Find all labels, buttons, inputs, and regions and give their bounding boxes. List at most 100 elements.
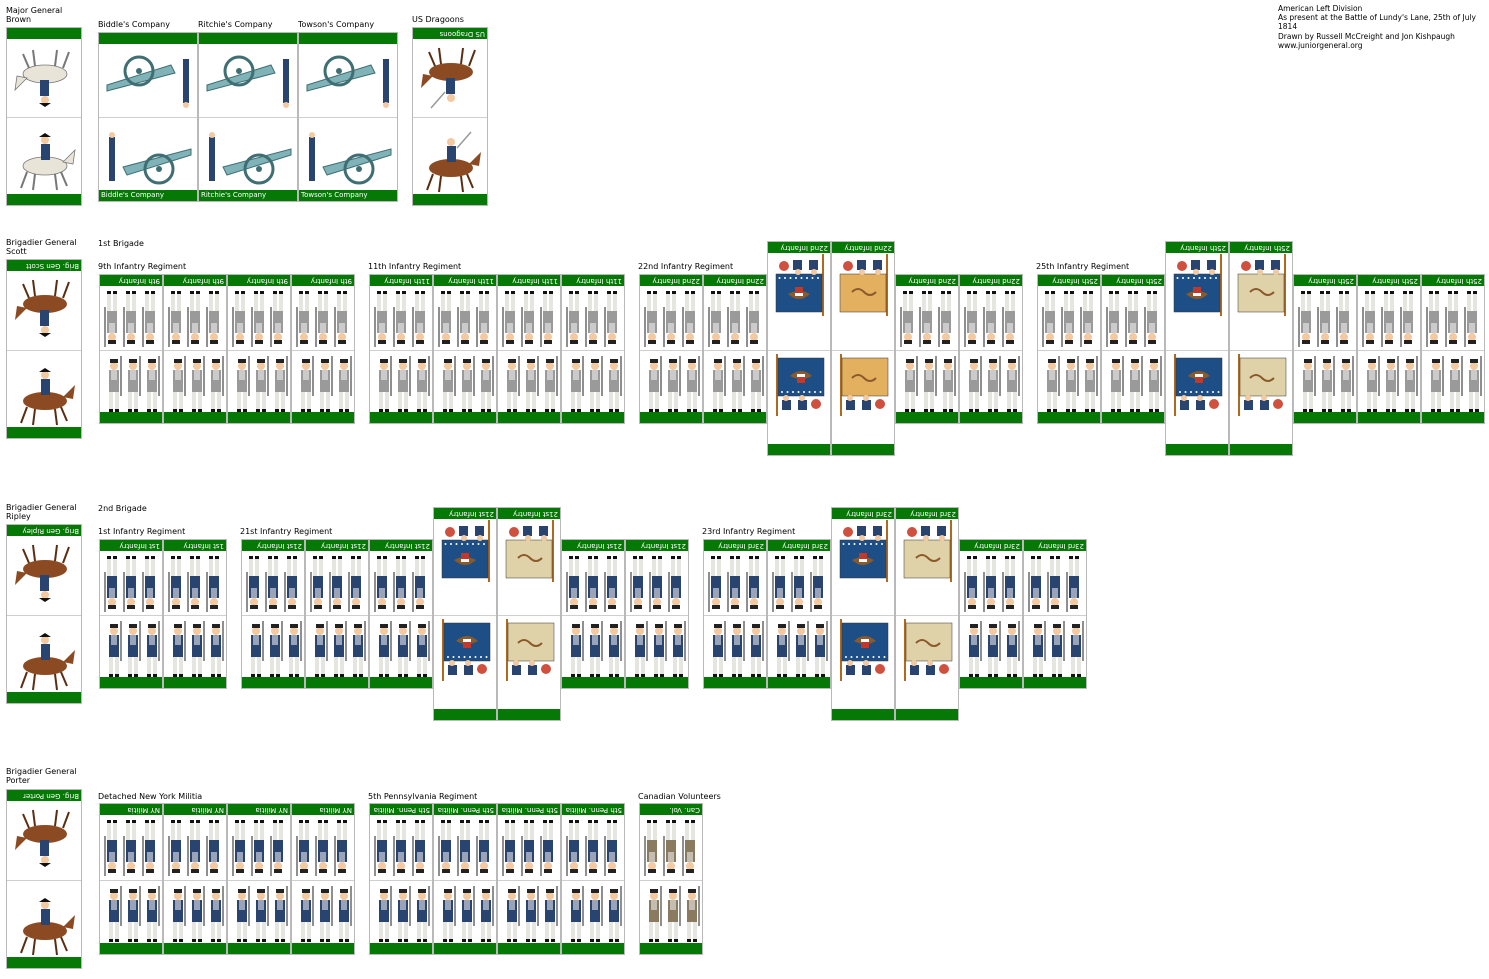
mounted-general-icon — [14, 49, 70, 107]
infantry-card[interactable]: 11th Infantry — [561, 274, 625, 424]
infantry-card[interactable]: 5th Penn. Militia — [497, 803, 561, 955]
infantry-card[interactable]: 23rd Infantry — [767, 539, 831, 689]
infantry-card[interactable]: Can. Vol. — [639, 803, 703, 955]
infantry-card[interactable]: 5th Penn. Militia — [561, 803, 625, 955]
card-bottom-bar — [704, 677, 766, 688]
infantry-card[interactable]: 25th Infantry — [1421, 274, 1485, 424]
canadian-volunteers-heading: Canadian Volunteers — [638, 792, 721, 801]
infantry-card[interactable]: 25th Infantry — [1101, 274, 1165, 424]
ritchie-company-card[interactable]: Ritchie's Company — [198, 32, 298, 202]
card-bottom-bar — [896, 709, 958, 720]
infantry-card[interactable]: 22nd Infantry — [895, 274, 959, 424]
soldier-rank-icon — [306, 554, 368, 616]
infantry-card[interactable]: 21st Infantry — [305, 539, 369, 689]
color-party-card[interactable]: 25th Infantry — [1229, 241, 1293, 456]
infantry-card[interactable]: NY Militia — [99, 803, 163, 955]
color-party-card[interactable]: 21st Infantry — [433, 507, 497, 721]
cannon-icon — [109, 132, 192, 185]
towson-heading: Towson's Company — [298, 20, 375, 29]
card-top-label: 9th Infantry — [164, 275, 226, 286]
infantry-card[interactable]: 9th Infantry — [227, 274, 291, 424]
regimental-color-icon — [498, 520, 560, 586]
soldier-rank-icon — [228, 356, 290, 418]
dragoons-heading: US Dragoons — [412, 15, 464, 24]
infantry-card[interactable]: 25th Infantry — [1293, 274, 1357, 424]
soldier-rank-icon — [306, 621, 368, 683]
soldier-rank-icon — [100, 621, 162, 683]
general-porter-card[interactable]: Brig. Gen Porter — [6, 789, 82, 969]
soldier-rank-icon — [164, 886, 226, 948]
infantry-card[interactable]: 9th Infantry — [99, 274, 163, 424]
infantry-card[interactable]: NY Militia — [291, 803, 355, 955]
color-party-card[interactable]: 23rd Infantry — [831, 507, 895, 721]
infantry-card[interactable]: 21st Infantry — [241, 539, 305, 689]
infantry-card[interactable]: 23rd Infantry — [959, 539, 1023, 689]
card-bottom-bar — [1358, 412, 1420, 423]
infantry-card[interactable]: 22nd Infantry — [703, 274, 767, 424]
color-party-card[interactable]: 22nd Infantry — [831, 241, 895, 456]
color-party-card[interactable]: 23rd Infantry — [895, 507, 959, 721]
cannon-icon — [106, 55, 189, 108]
infantry-card[interactable]: 23rd Infantry — [703, 539, 767, 689]
infantry-card[interactable]: NY Militia — [227, 803, 291, 955]
card-top-label: 23rd Infantry — [832, 508, 894, 519]
card-top-bar — [199, 33, 297, 44]
card-bottom-bar — [7, 692, 81, 703]
card-top-label: 23rd Infantry — [768, 540, 830, 551]
biddle-company-card[interactable]: Biddle's Company — [98, 32, 198, 202]
soldier-rank-icon — [1102, 289, 1164, 351]
color-party-card[interactable]: 22nd Infantry — [767, 241, 831, 456]
cannon-icon — [309, 132, 392, 185]
towson-company-card[interactable]: Towson's Company — [298, 32, 398, 202]
infantry-card[interactable]: 9th Infantry — [163, 274, 227, 424]
card-top-label: 25th Infantry — [1038, 275, 1100, 286]
infantry-card[interactable]: 22nd Infantry — [959, 274, 1023, 424]
infantry-card[interactable]: 9th Infantry — [291, 274, 355, 424]
card-top-label: NY Militia — [100, 804, 162, 815]
infantry-card[interactable]: 11th Infantry — [433, 274, 497, 424]
card-top-label: Brig. Gen Scott — [7, 260, 81, 271]
soldier-rank-icon — [1358, 289, 1420, 351]
regimental-color-icon — [1166, 354, 1228, 420]
card-top-label: 25th Infantry — [1294, 275, 1356, 286]
infantry-card[interactable]: 25th Infantry — [1037, 274, 1101, 424]
infantry-card[interactable]: 11th Infantry — [369, 274, 433, 424]
infantry-card[interactable]: 25th Infantry — [1357, 274, 1421, 424]
general-ripley-card[interactable]: Brig. Gen Ripley — [6, 524, 82, 704]
infantry-card[interactable]: 11th Infantry — [497, 274, 561, 424]
infantry-card[interactable]: 5th Penn. Militia — [369, 803, 433, 955]
soldier-rank-icon — [704, 356, 766, 418]
infantry-card[interactable]: 5th Penn. Militia — [433, 803, 497, 955]
soldier-rank-icon — [370, 621, 432, 683]
card-top-label: 21st Infantry — [306, 540, 368, 551]
card-top-label: 5th Penn. Militia — [562, 804, 624, 815]
ny-militia-heading: Detached New York Militia — [98, 792, 203, 801]
soldier-rank-icon — [960, 356, 1022, 418]
card-top-label: 21st Infantry — [626, 540, 688, 551]
card-top-label: 25th Infantry — [1422, 275, 1484, 286]
infantry-card[interactable]: 22nd Infantry — [639, 274, 703, 424]
soldier-rank-icon — [292, 289, 354, 351]
infantry-card[interactable]: 21st Infantry — [561, 539, 625, 689]
infantry-card[interactable]: 21st Infantry — [625, 539, 689, 689]
infantry-card[interactable]: 21st Infantry — [369, 539, 433, 689]
infantry-card[interactable]: 23rd Infantry — [1023, 539, 1087, 689]
mounted-general-icon — [20, 898, 75, 956]
regimental-color-icon — [434, 520, 496, 586]
card-bottom-bar — [228, 412, 290, 423]
color-party-card[interactable]: 21st Infantry — [497, 507, 561, 721]
card-top-label: 23rd Infantry — [1024, 540, 1086, 551]
card-bottom-bar — [370, 677, 432, 688]
card-bottom-bar — [164, 943, 226, 954]
infantry-card[interactable]: 1st Infantry — [99, 539, 163, 689]
general-brown-card[interactable] — [6, 27, 82, 206]
card-bottom-bar — [562, 943, 624, 954]
general-scott-card[interactable]: Brig. Gen Scott — [6, 259, 82, 439]
color-party-card[interactable]: 25th Infantry — [1165, 241, 1229, 456]
card-top-label: 23rd Infantry — [960, 540, 1022, 551]
soldier-rank-icon — [100, 554, 162, 616]
us-dragoons-card[interactable]: US Dragoons — [412, 27, 488, 206]
infantry-card[interactable]: NY Militia — [163, 803, 227, 955]
card-bottom-bar — [704, 412, 766, 423]
infantry-card[interactable]: 1st Infantry — [163, 539, 227, 689]
